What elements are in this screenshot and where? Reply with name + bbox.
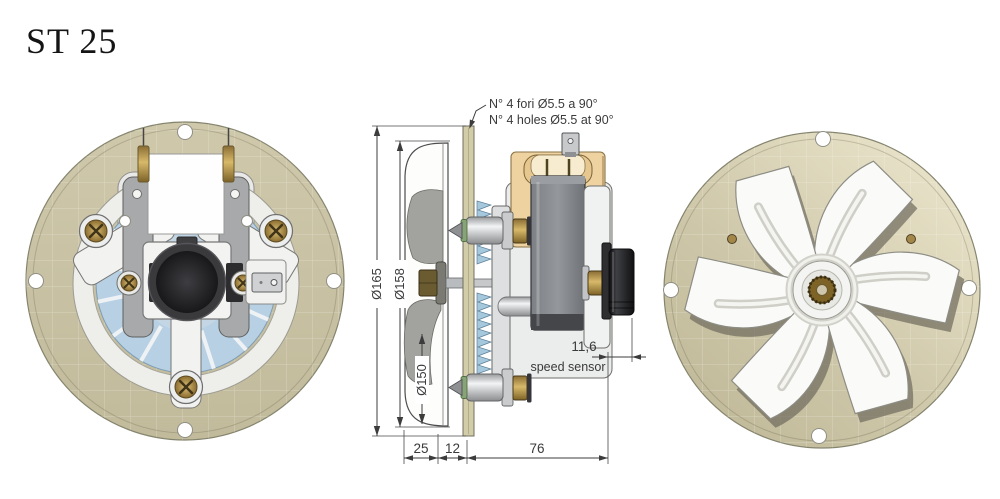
rear-view xyxy=(663,131,981,449)
fan-blade xyxy=(789,288,934,433)
dim-fan-inner-diameter-label: Ø150 xyxy=(414,364,429,396)
terminal-pin xyxy=(137,145,150,183)
drawing-title: ST 25 xyxy=(26,21,118,61)
holes-note: N° 4 fori Ø5.5 a 90° N° 4 holes Ø5.5 at … xyxy=(469,97,614,129)
blade-section-upper xyxy=(406,189,444,265)
fan-hub-rear xyxy=(792,260,852,320)
plate-screw xyxy=(906,234,916,244)
mounting-hole xyxy=(663,282,679,298)
mounting-holes-front xyxy=(28,124,342,438)
mounting-hole xyxy=(28,273,44,289)
speed-sensor-label: speed sensor xyxy=(530,360,605,374)
dim-fan-inner-diameter: Ø150 xyxy=(414,334,429,424)
spade-terminal-front xyxy=(245,259,287,305)
fan-blade xyxy=(723,290,838,429)
terminal-pin xyxy=(222,145,235,183)
terminal-pins xyxy=(137,128,235,183)
mounting-hole xyxy=(177,124,193,140)
dim-inner-diameter-label: Ø158 xyxy=(392,268,407,300)
dim-outer-diameter-label: Ø165 xyxy=(369,268,384,300)
standoff-upper xyxy=(448,211,532,250)
plate-screw xyxy=(727,234,737,244)
mounting-hole xyxy=(811,428,827,444)
mounting-screw xyxy=(78,213,114,249)
front-view xyxy=(25,121,345,441)
hub-screw xyxy=(116,270,142,296)
fan-hub-side xyxy=(418,261,465,305)
holes-note-line1: N° 4 fori Ø5.5 a 90° xyxy=(489,97,598,111)
fan-blade xyxy=(710,147,855,292)
dim-plate-offset-label: 12 xyxy=(445,441,460,456)
motor-body xyxy=(448,132,635,407)
lamination-stack xyxy=(530,175,586,331)
mounting-hole xyxy=(326,273,342,289)
side-view: Ø165 Ø158 Ø150 xyxy=(369,97,646,464)
dim-inner-diameter: Ø158 xyxy=(392,140,450,428)
holes-note-line2: N° 4 holes Ø5.5 at 90° xyxy=(489,113,614,127)
coil-bobbin xyxy=(147,153,225,235)
standoff-lower xyxy=(448,368,532,407)
dim-fan-depth-label: 25 xyxy=(413,441,428,456)
dim-motor-length-label: 76 xyxy=(529,441,544,456)
fan-blade xyxy=(806,151,921,290)
mounting-hole xyxy=(815,131,831,147)
mounting-hole xyxy=(961,280,977,296)
motor-hub-assembly xyxy=(116,236,256,322)
spade-terminal-side xyxy=(561,132,580,157)
dim-sensor: 11,6 speed sensor xyxy=(530,318,646,374)
mounting-screw xyxy=(168,369,204,405)
speed-sensor-body xyxy=(601,242,635,320)
dim-sensor-length-label: 11,6 xyxy=(571,339,596,354)
hub-nut xyxy=(418,269,438,297)
dim-outer-diameter: Ø165 xyxy=(369,125,466,437)
knurled-nut xyxy=(807,275,837,305)
dim-bottom: 25 12 76 xyxy=(403,352,609,464)
mounting-screw xyxy=(258,213,294,249)
fan-blade xyxy=(672,233,810,345)
fan-blade xyxy=(834,235,972,347)
fan-impeller xyxy=(672,147,972,433)
mounting-hole xyxy=(177,422,193,438)
